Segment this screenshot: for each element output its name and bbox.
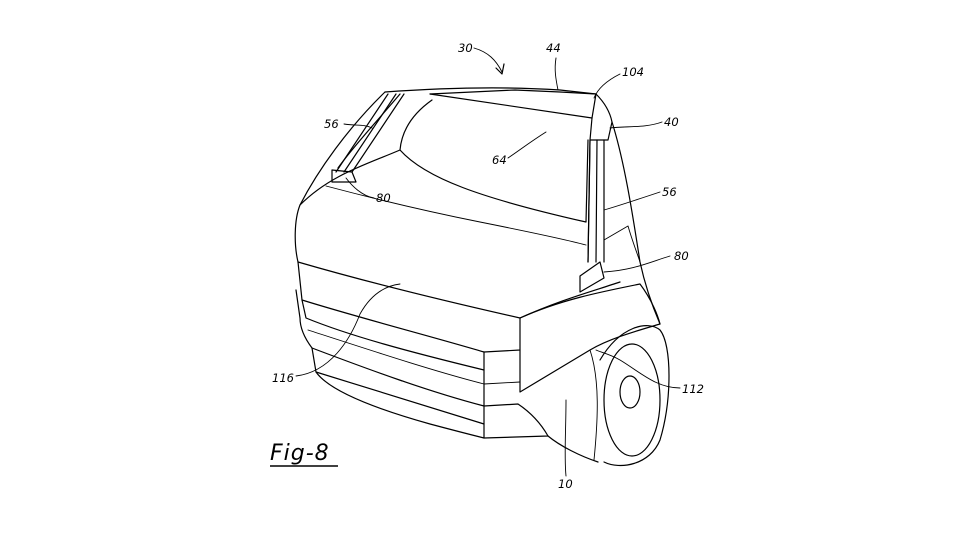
windshield-top-edge	[429, 93, 593, 119]
hood-crease	[325, 185, 587, 246]
reference-numerals: 30 44 104 40 64 56 56 80 80 116 112 10	[272, 41, 704, 491]
leader-10	[564, 399, 567, 477]
bumper-strip	[307, 329, 521, 385]
tire-outer	[599, 325, 670, 467]
figure-label: Fig-8	[270, 441, 330, 466]
leader-44	[554, 57, 559, 91]
ref-104: 104	[622, 65, 644, 79]
wheel-hub	[619, 375, 641, 409]
hood-outline	[297, 149, 621, 319]
left-wiper-mount	[331, 169, 357, 183]
leader-lines	[295, 47, 681, 477]
leader-104	[593, 73, 621, 99]
leader-80-left	[345, 177, 375, 199]
leader-56-left	[343, 123, 373, 129]
bumper	[311, 347, 485, 425]
front-corner	[483, 403, 549, 439]
front-corner-lower	[547, 435, 599, 463]
right-wiper-mount	[579, 261, 605, 293]
ref-56-right: 56	[662, 185, 677, 199]
leader-40	[609, 121, 663, 129]
fender-front	[519, 283, 661, 393]
ref-10: 10	[558, 477, 573, 491]
ref-44: 44	[546, 41, 561, 55]
figure-label-group: Fig-8	[270, 441, 338, 467]
ref-30: 30	[458, 41, 473, 55]
arrow-30	[495, 63, 505, 75]
leader-64	[507, 131, 547, 159]
leader-80-right	[603, 255, 671, 273]
wheel-arch	[589, 349, 598, 461]
grille-upper	[297, 261, 521, 353]
ref-64: 64	[492, 153, 507, 167]
left-body-side	[294, 91, 386, 263]
ref-56-left: 56	[324, 117, 339, 131]
roof-edge	[384, 87, 597, 95]
tire-sidewall	[603, 343, 661, 457]
right-wiper-arm	[587, 139, 598, 263]
right-body-side	[611, 121, 661, 325]
leader-56-right	[603, 191, 661, 211]
left-pillar-inner	[337, 93, 401, 169]
right-cowl-line	[603, 225, 641, 263]
leader-116	[295, 283, 401, 377]
roof-corner-cap	[589, 93, 613, 141]
bumper-lower	[315, 371, 485, 439]
vehicle-body	[294, 87, 661, 463]
left-wiper-arm	[335, 93, 405, 173]
leader-30	[473, 47, 503, 73]
ref-116: 116	[272, 371, 294, 385]
ref-80-left: 80	[376, 191, 391, 205]
ref-112: 112	[682, 382, 704, 396]
wipers	[331, 93, 605, 293]
ref-80-right: 80	[674, 249, 689, 263]
front-wheel	[589, 325, 670, 467]
lower-fascia	[295, 289, 485, 407]
grille-frame	[301, 299, 485, 371]
windshield	[399, 99, 589, 223]
roof-panel	[429, 89, 597, 119]
ref-40: 40	[664, 115, 679, 129]
leader-112	[595, 349, 681, 389]
